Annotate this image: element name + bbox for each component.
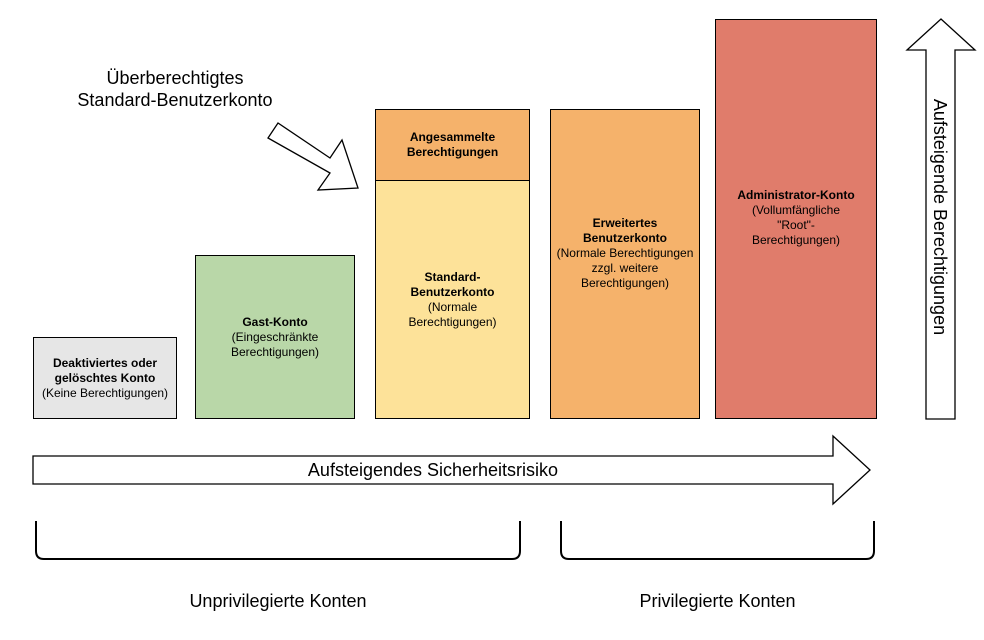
permissions-arrow-label: Aufsteigende Berechtigungen — [930, 98, 950, 336]
privileged-bracket — [560, 521, 875, 560]
admin-account-desc: (Vollumfängliche "Root"-Berechtigungen) — [751, 203, 841, 247]
deactivated-account-desc: (Keine Berechtigungen) — [41, 385, 169, 400]
deactivated-account-title: Deaktiviertes oder gelöschtes Konto — [52, 355, 158, 385]
guest-account-title: Gast-Konto — [242, 314, 308, 329]
unprivileged-bracket — [35, 521, 521, 560]
callout-label: Überberechtigtes Standard-Benutzerkonto — [40, 67, 310, 111]
accumulated-permissions-title: Angesammelte Berechtigungen — [406, 130, 499, 159]
extended-account-title: Erweitertes Benutzerkonto — [583, 216, 667, 245]
privileged-group-label: Privilegierte Konten — [639, 591, 796, 611]
permissions-arrow-shape — [905, 18, 977, 420]
callout-arrow-shape — [267, 122, 359, 191]
deactivated-account-box: Deaktiviertes oder gelöschtes Konto (Kei… — [33, 337, 177, 419]
guest-account-box: Gast-Konto (Eingeschränkte Berechtigunge… — [195, 255, 355, 419]
admin-account-title: Administrator-Konto — [737, 188, 855, 202]
guest-account-desc: (Eingeschränkte Berechtigungen) — [230, 329, 320, 359]
callout-line-2: Standard-Benutzerkonto — [77, 90, 273, 110]
standard-account-box: Standard-Benutzerkonto (Normale Berechti… — [375, 180, 530, 419]
standard-account-title: Standard-Benutzerkonto — [410, 269, 495, 299]
extended-account-box: Erweitertes Benutzerkonto (Normale Berec… — [550, 109, 700, 419]
unprivileged-group-label: Unprivilegierte Konten — [189, 591, 367, 611]
risk-arrow-shape — [32, 434, 871, 506]
accumulated-permissions-box: Angesammelte Berechtigungen — [375, 109, 530, 181]
callout-line-1: Überberechtigtes — [106, 68, 244, 88]
risk-arrow-label: Aufsteigendes Sicherheitsrisiko — [307, 460, 559, 480]
extended-account-desc: (Normale Berechtigungen zzgl. weitere Be… — [556, 246, 694, 290]
admin-account-box: Administrator-Konto (Vollumfängliche "Ro… — [715, 19, 877, 419]
standard-account-desc: (Normale Berechtigungen) — [408, 299, 497, 329]
